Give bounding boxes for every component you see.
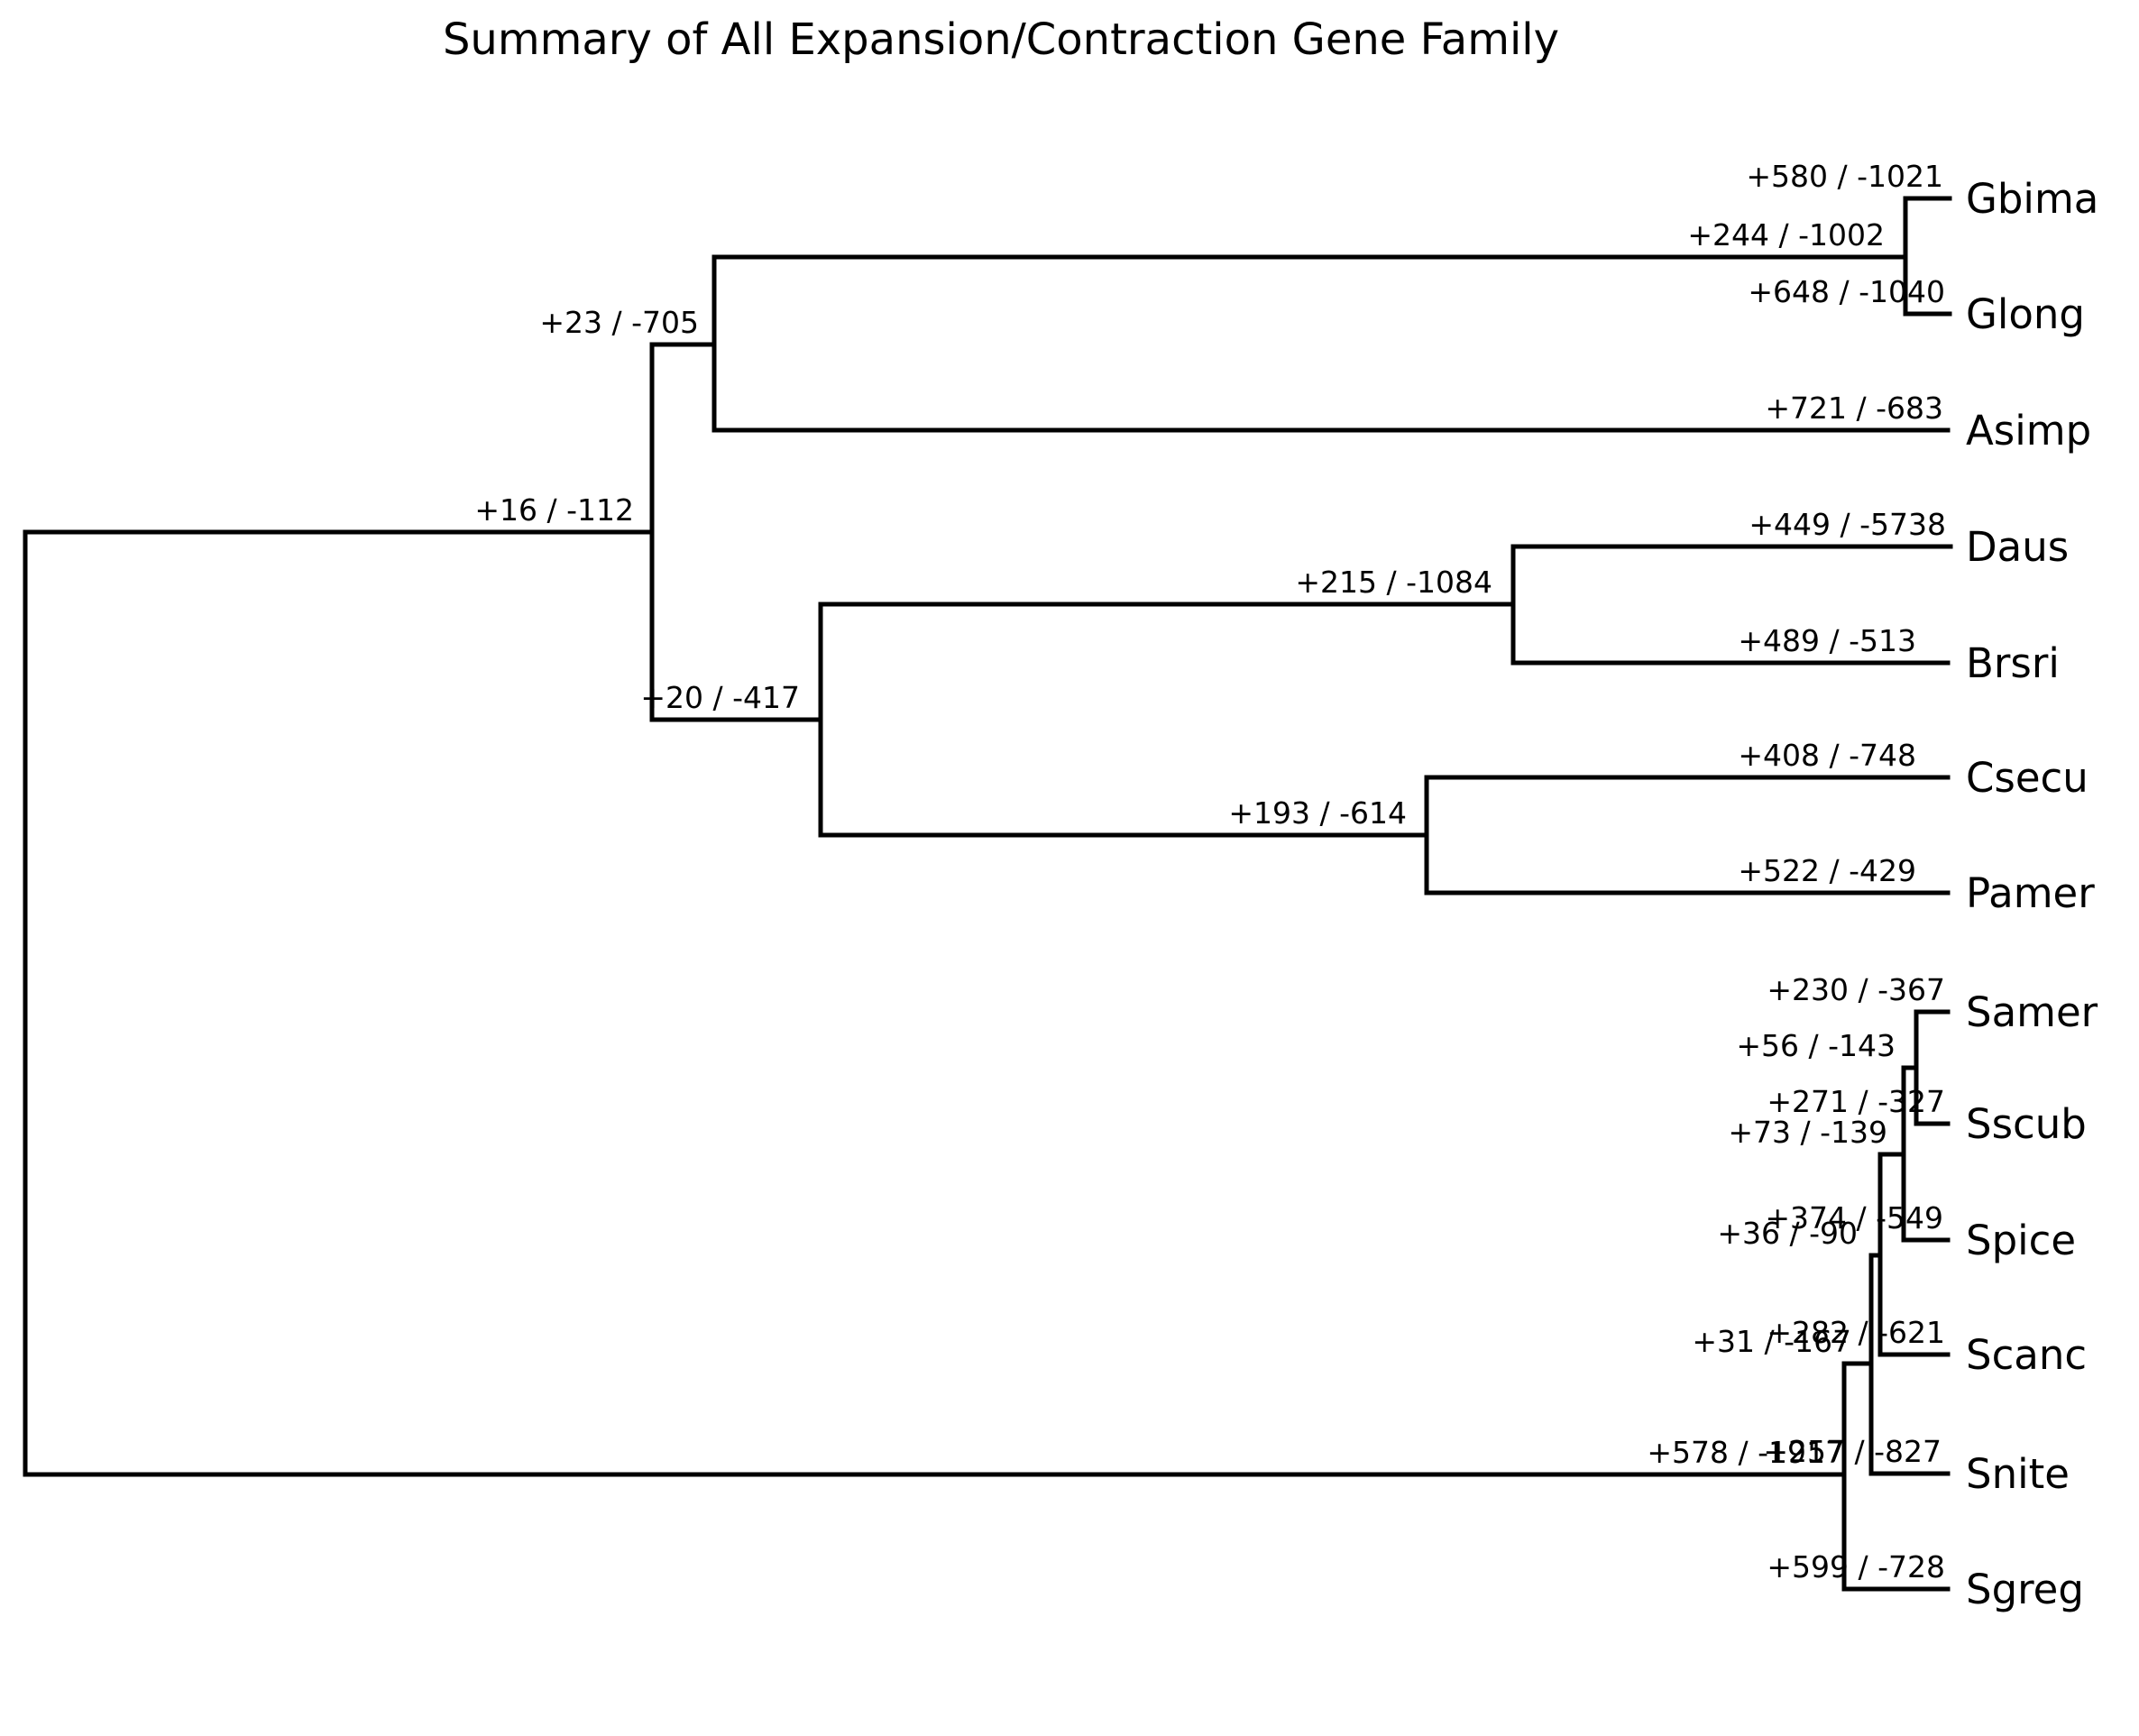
branch-clade-db	[818, 544, 1516, 666]
branch-label-clade-gg: +244 / -1002	[1687, 217, 1885, 253]
branch-clade-upper	[23, 342, 655, 722]
branch-clade-s3	[1877, 1065, 1906, 1243]
branch-label-clade-cp: +193 / -614	[1228, 795, 1407, 831]
branch-clade-s2	[1901, 1009, 1919, 1126]
branch-clade-s4	[1868, 1152, 1883, 1357]
species-label-brsri: Brsri	[1966, 639, 2060, 687]
branch-label-tip-sgreg: +599 / -728	[1767, 1549, 1945, 1584]
branch-label-tip-gbima: +580 / -1021	[1746, 159, 1943, 194]
branch-label-clade-s: +578 / -1917	[1647, 1435, 1844, 1470]
branch-label-tip-pamer: +522 / -429	[1738, 853, 1916, 888]
branch-clade-s	[23, 1361, 1847, 1592]
branch-label-tip-scanc: +282 / -621	[1767, 1315, 1945, 1350]
branch-label-tip-glong: +648 / -1040	[1748, 274, 1945, 309]
branch-label-tip-snite: +257 / -827	[1763, 1434, 1942, 1469]
species-label-glong: Glong	[1966, 290, 2085, 338]
branch-label-clade-db: +215 / -1084	[1295, 565, 1492, 600]
branch-label-clade-upper: +16 / -112	[474, 492, 634, 528]
species-label-asimp: Asimp	[1966, 407, 2091, 455]
branch-clade-cp	[818, 775, 1429, 896]
species-label-csecu: Csecu	[1966, 754, 2089, 802]
branch-label-tip-asimp: +721 / -683	[1765, 390, 1943, 426]
branch-label-tip-csecu: +408 / -748	[1738, 738, 1916, 773]
chart-title: Summary of All Expansion/Contraction Gen…	[443, 14, 1559, 65]
branch-label-clade-s3: +73 / -139	[1728, 1115, 1887, 1150]
branch-clade-dbcp	[649, 602, 823, 838]
branch-clade-gg	[711, 196, 1908, 317]
species-label-gbima: Gbima	[1966, 175, 2098, 223]
species-label-sgreg: Sgreg	[1966, 1566, 2084, 1613]
branch-clade-gga	[649, 254, 717, 433]
branch-label-tip-sscub: +271 / -327	[1767, 1084, 1945, 1119]
species-label-pamer: Pamer	[1966, 869, 2095, 917]
species-label-snite: Snite	[1966, 1450, 2070, 1498]
species-label-daus: Daus	[1966, 523, 2069, 571]
species-label-scanc: Scanc	[1966, 1331, 2087, 1379]
species-label-samer: Samer	[1966, 988, 2098, 1036]
branch-label-tip-samer: +230 / -367	[1767, 972, 1945, 1007]
branch-label-clade-dbcp: +20 / -417	[640, 680, 800, 715]
branch-label-tip-spice: +374 / -549	[1765, 1200, 1943, 1235]
branch-label-clade-s4: +36 / -90	[1717, 1216, 1858, 1251]
branch-label-clade-gga: +23 / -705	[539, 305, 699, 340]
species-label-spice: Spice	[1966, 1217, 2076, 1264]
branch-clade-s5	[1841, 1253, 1874, 1476]
branch-label-clade-s2: +56 / -143	[1736, 1028, 1896, 1063]
branch-label-tip-daus: +449 / -5738	[1749, 507, 1946, 542]
branch-label-tip-brsri: +489 / -513	[1738, 623, 1916, 658]
species-label-sscub: Sscub	[1966, 1100, 2087, 1148]
branch-label-clade-s5: +31 / -167	[1692, 1324, 1851, 1359]
